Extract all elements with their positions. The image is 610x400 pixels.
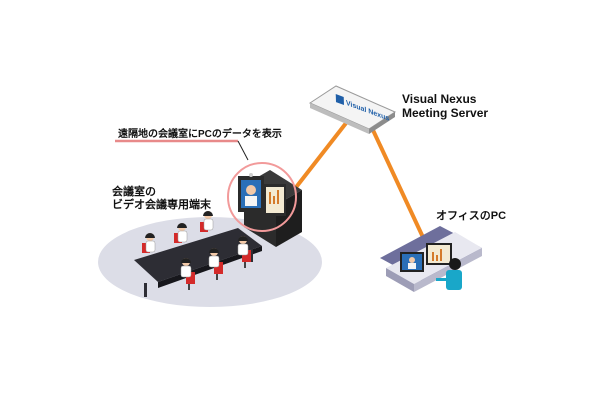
person-at-pc [436,258,462,290]
callout-connector [237,140,249,161]
participant-icon [142,233,156,253]
participant-icon [180,258,195,290]
meeting-room-label-line2: ビデオ会議専用端末 [112,199,211,211]
monitor-right [426,243,452,265]
participant-icon [200,211,214,232]
office-pc-label: オフィスのPC [436,210,507,222]
participant-icon [174,223,188,243]
server-logo-mark [335,93,345,106]
participant-icon [208,248,223,280]
callout-text: 遠隔地の会議室にPCのデータを表示 [118,129,282,140]
connection-server-to-office [370,127,430,249]
participants-far-side [142,211,214,253]
participants-near-side [180,236,251,290]
participant-icon [237,236,251,268]
server-name-line2: Meeting Server [402,106,489,120]
server-appliance: Visual Nexus [308,85,397,134]
server-name-line1: Visual Nexus [402,92,477,106]
highlight-circle [227,162,297,232]
meeting-room-label-line1: 会議室の [112,186,156,198]
office-pc-station [380,226,482,292]
connection-terminal-to-server [288,116,352,197]
monitor-left [400,252,424,272]
